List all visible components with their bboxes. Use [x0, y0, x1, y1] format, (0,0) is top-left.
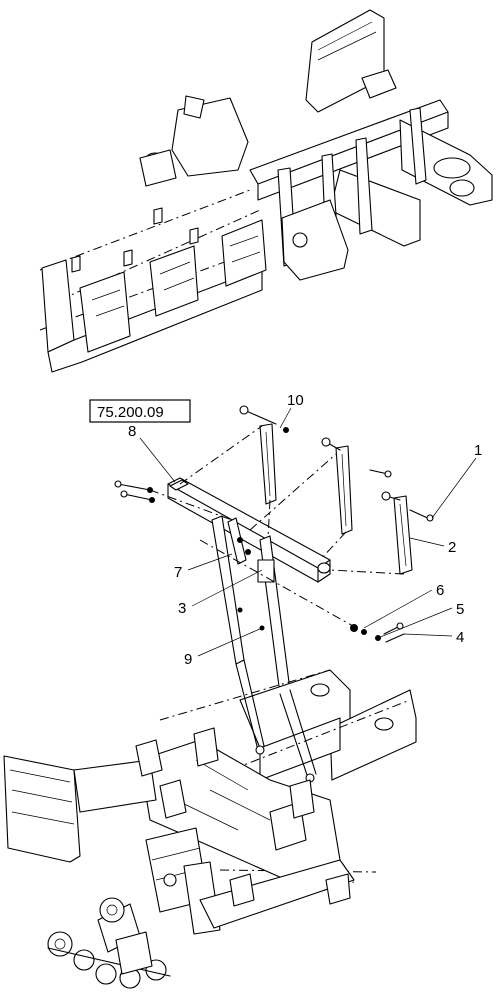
leader-6: [363, 589, 433, 629]
callout-1: 1: [474, 442, 482, 459]
leader-10: [279, 407, 292, 429]
callout-3: 3: [178, 600, 186, 617]
leader-1: [431, 457, 477, 519]
leader-3: [191, 569, 263, 607]
callout-7: 7: [174, 564, 182, 581]
leader-4: [403, 633, 453, 637]
callout-labels: 10 8 1 2 7 3 9 6 5 4: [128, 392, 482, 668]
callout-8: 8: [128, 423, 136, 440]
leader-8: [139, 437, 176, 483]
callout-5: 5: [456, 601, 464, 618]
top-assembly-overview: [39, 9, 493, 373]
reference-number: 75.200.09: [97, 404, 164, 421]
leader-7: [187, 553, 233, 571]
leader-5: [377, 607, 453, 639]
callout-10: 10: [287, 392, 304, 409]
leader-lines: [139, 407, 477, 657]
exploded-parts: [114, 405, 434, 695]
bottom-assembly: [3, 659, 417, 989]
callout-4: 4: [456, 629, 464, 646]
callout-6: 6: [436, 582, 444, 599]
reference-box: 75.200.09: [89, 399, 191, 423]
callout-2: 2: [448, 539, 456, 556]
leader-2: [409, 537, 445, 547]
leader-9: [197, 627, 263, 657]
callout-9: 9: [184, 651, 192, 668]
